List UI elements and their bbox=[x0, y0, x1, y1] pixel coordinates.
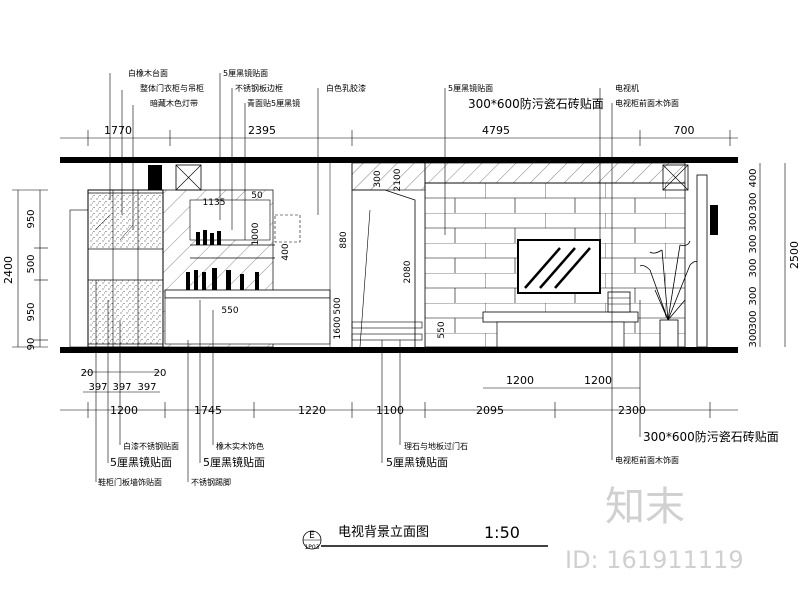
annotation-top-5: 青面贴5厘黑镜 bbox=[247, 98, 300, 108]
inner-dimension-4: 880 bbox=[339, 231, 349, 248]
annotation-bottom-5: 不锈钢踢脚 bbox=[191, 477, 231, 487]
annotation-top-9: 电视机 bbox=[615, 83, 639, 93]
detail-marker-letter: E bbox=[309, 531, 315, 541]
tv-set bbox=[517, 239, 601, 294]
right-dimension-6: 300 bbox=[748, 310, 759, 329]
detail-marker-sheet: 1P03 bbox=[304, 544, 319, 551]
annotation-bottom-4: 5厘黑镜贴面 bbox=[203, 455, 265, 469]
annotation-top-1: 整体门衣柜与吊柜 bbox=[140, 83, 204, 93]
right-dimension-line bbox=[759, 163, 786, 347]
bottom-dimension-4: 2095 bbox=[476, 404, 504, 417]
inner-dimension-2: 1000 bbox=[251, 222, 261, 245]
tv-feature-wall bbox=[424, 162, 718, 348]
bottom-dimension-3: 1100 bbox=[376, 404, 404, 417]
inner-dimension-3: 400 bbox=[281, 243, 291, 260]
top-dimension-line bbox=[60, 130, 738, 146]
right-dimension-total: 2500 bbox=[788, 241, 800, 269]
annotation-top-3: 5厘黑镜贴面 bbox=[223, 68, 268, 78]
left-dimension-3: 90 bbox=[26, 338, 37, 351]
right-dimension-4: 300 bbox=[748, 258, 759, 277]
bottom-dimension-2: 1220 bbox=[298, 404, 326, 417]
bottom-small-dimension-4: 397 bbox=[137, 382, 156, 393]
annotation-bottom-7: 5厘黑镜贴面 bbox=[386, 455, 448, 469]
annotation-bottom-1: 5厘黑镜贴面 bbox=[110, 455, 172, 469]
inner-dimension-6: 2080 bbox=[403, 260, 413, 283]
right-dimension-0: 400 bbox=[748, 168, 759, 187]
right-dimension-2: 300 bbox=[748, 212, 759, 231]
right-dimension-3: 300 bbox=[748, 234, 759, 253]
inner-dimension-1: 1135 bbox=[203, 198, 226, 208]
inner-dimension-10: 550 bbox=[221, 306, 238, 316]
right-dimension-7: 300 bbox=[748, 328, 759, 347]
shoe-cabinet bbox=[69, 165, 164, 348]
potted-plant bbox=[639, 240, 699, 348]
bottom-dimension-5: 2300 bbox=[618, 404, 646, 417]
annotation-bottom-6: 理石与地板过门石 bbox=[404, 441, 468, 451]
title-block bbox=[302, 530, 548, 550]
annotation-top-4: 不锈钢板边框 bbox=[235, 83, 283, 93]
inner-dimension-5: 1600 bbox=[333, 316, 343, 339]
annotation-top-7: 5厘黑镜贴面 bbox=[448, 83, 493, 93]
inner-dimension-7: 2100 bbox=[393, 168, 403, 191]
annotation-bottom-3: 橡木实木饰色 bbox=[216, 441, 264, 451]
ceiling-band bbox=[60, 157, 738, 163]
left-dimension-1: 500 bbox=[26, 254, 37, 273]
leader-lines bbox=[95, 73, 641, 482]
bottom-small-dimension-0: 20 bbox=[81, 368, 94, 379]
inner-dimension-11: 300 bbox=[373, 170, 383, 187]
door-opening bbox=[329, 162, 426, 348]
inner-dimension-9: 550 bbox=[437, 321, 447, 338]
bottom-inner-dimension-1: 1200 bbox=[584, 374, 612, 387]
annotation-bottom-2: 鞋柜门板墙饰贴面 bbox=[98, 477, 162, 487]
inner-dimension-8: 500 bbox=[333, 297, 343, 314]
annotation-top-8: 300*600防污瓷石砖贴面 bbox=[468, 96, 604, 111]
left-dimension-2: 950 bbox=[26, 302, 37, 321]
bottom-small-dimension-1: 20 bbox=[154, 368, 167, 379]
inner-dimension-0: 50 bbox=[251, 191, 263, 201]
top-dimension-2: 4795 bbox=[482, 124, 510, 137]
floor-band bbox=[60, 347, 738, 353]
annotation-top-0: 白橡木台面 bbox=[128, 68, 168, 78]
bottom-small-dimension-2: 397 bbox=[88, 382, 107, 393]
top-dimension-1: 2395 bbox=[248, 124, 276, 137]
bottles bbox=[186, 230, 259, 290]
annotation-bottom-0: 白漆不锈钢贴面 bbox=[123, 441, 179, 451]
top-dimension-3: 700 bbox=[674, 124, 695, 137]
bottom-small-dimension-3: 397 bbox=[112, 382, 131, 393]
left-dimension-total: 2400 bbox=[2, 256, 15, 284]
tv-cabinet bbox=[482, 291, 639, 348]
bottom-dimension-1: 1745 bbox=[194, 404, 222, 417]
right-dimension-5: 300 bbox=[748, 286, 759, 305]
bottom-dimension-0: 1200 bbox=[110, 404, 138, 417]
right-dimension-1: 300 bbox=[748, 192, 759, 211]
annotation-top-6: 白色乳胶漆 bbox=[326, 83, 366, 93]
bottom-inner-dimension-0: 1200 bbox=[506, 374, 534, 387]
drawing-title: 电视背景立面图 bbox=[338, 525, 429, 540]
annotation-top-10: 电视柜前面木饰面 bbox=[615, 98, 679, 108]
annotation-bottom-8: 300*600防污瓷石砖贴面 bbox=[643, 429, 779, 444]
annotation-top-2: 暗藏木色灯带 bbox=[150, 98, 198, 108]
top-dimension-0: 1770 bbox=[104, 124, 132, 137]
left-dimension-0: 950 bbox=[26, 209, 37, 228]
left-dimension-line bbox=[12, 189, 48, 348]
drawing-scale: 1:50 bbox=[484, 523, 520, 542]
watermark-id: ID: 161911119 bbox=[565, 546, 744, 574]
display-shelf-area bbox=[162, 164, 331, 348]
watermark-brand: 知末 bbox=[605, 484, 685, 530]
annotation-bottom-9: 电视柜前面木饰面 bbox=[615, 455, 679, 465]
